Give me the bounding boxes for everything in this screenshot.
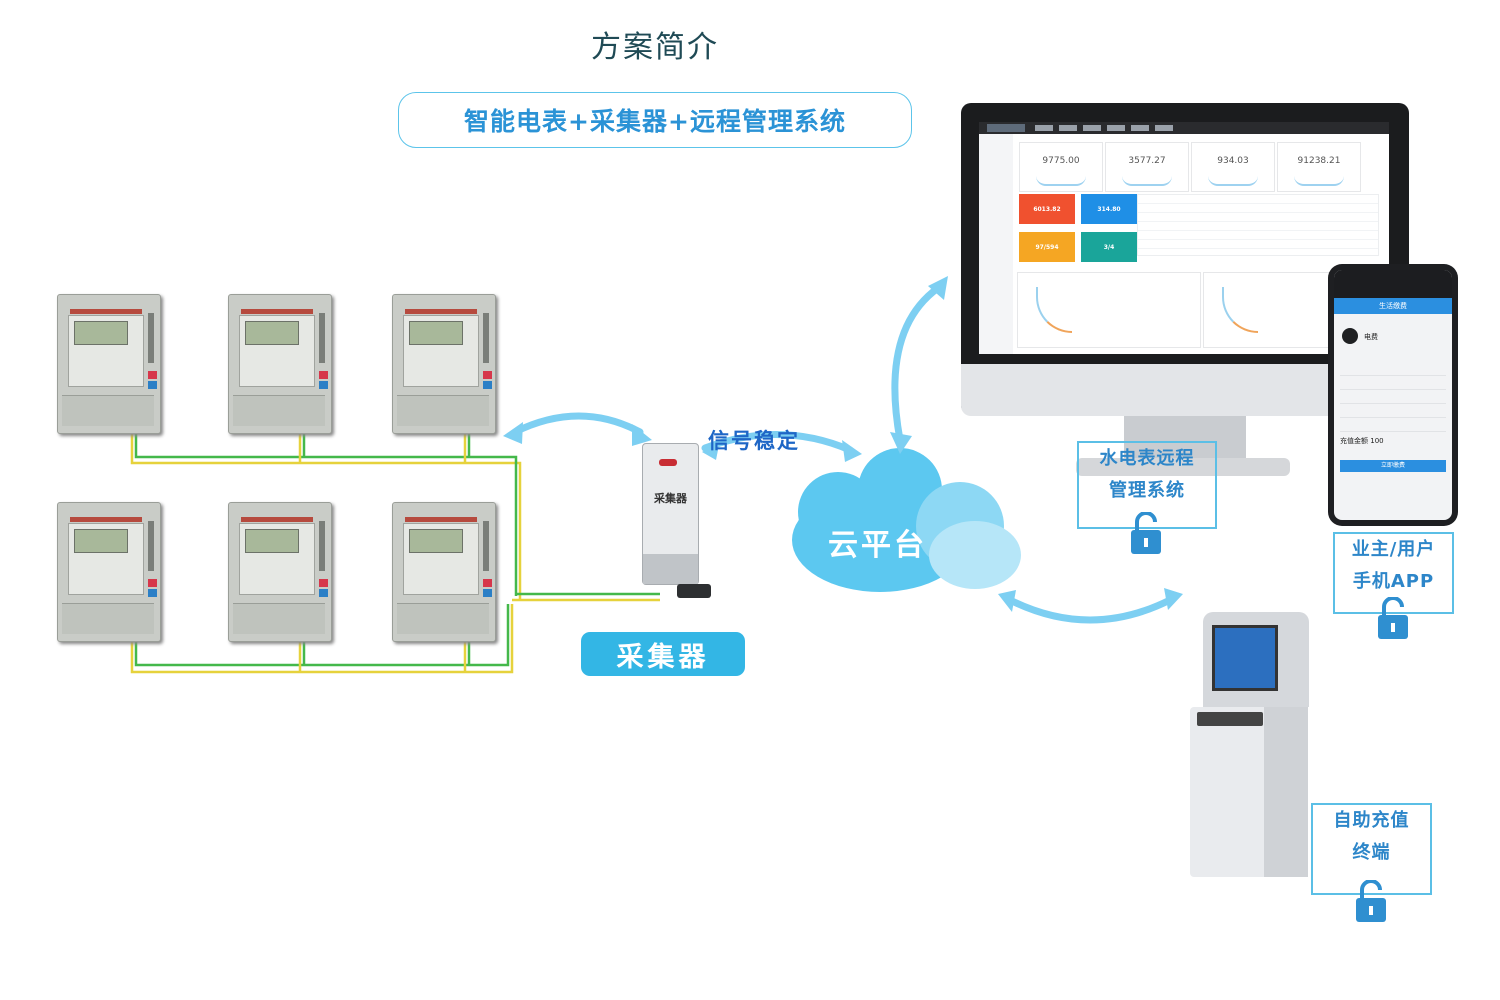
electric-meter-3 bbox=[392, 294, 496, 434]
feature-line: 管理系统 bbox=[1109, 480, 1185, 501]
collector-badge-text: 采集器 bbox=[616, 641, 710, 673]
phone-info-list bbox=[1340, 362, 1446, 432]
electric-meter-1 bbox=[57, 294, 161, 434]
feature-remote-system: 水电表远程 管理系统 bbox=[1077, 441, 1217, 529]
signal-stable-label: 信号稳定 bbox=[708, 429, 800, 453]
collector-device-label: 采集器 bbox=[654, 492, 687, 505]
arrow-meters-collector bbox=[511, 412, 644, 436]
arrow-cloud-terminals bbox=[1006, 596, 1174, 624]
feature-line: 水电表远程 bbox=[1099, 448, 1195, 469]
solution-subtitle: 智能电表+采集器+远程管理系统 bbox=[398, 92, 912, 148]
phone-amount-row: 充值金额 100 bbox=[1340, 437, 1384, 445]
unlock-icon bbox=[1131, 512, 1161, 554]
cloud-shape bbox=[792, 448, 1021, 592]
stat-value: 934.03 bbox=[1217, 156, 1249, 166]
monitor-base bbox=[1076, 458, 1290, 476]
logo-icon bbox=[987, 124, 1025, 132]
trend-chart-1 bbox=[1017, 272, 1201, 348]
feature-kiosk: 自助充值 终端 bbox=[1311, 803, 1432, 895]
wire-green-top bbox=[134, 432, 518, 596]
phone-header: 生活缴费 bbox=[1334, 298, 1452, 314]
lightning-icon bbox=[1342, 328, 1358, 344]
electric-meter-2 bbox=[228, 294, 332, 434]
wire-yellow-bottom bbox=[130, 604, 514, 674]
dashboard-screen: 9775.00 3577.27 934.03 91238.21 6013.82 … bbox=[979, 122, 1389, 354]
tile-1: 6013.82 bbox=[1019, 194, 1075, 224]
antenna-icon bbox=[677, 584, 711, 598]
stat-card-2: 3577.27 bbox=[1105, 142, 1189, 192]
wire-yellow-top bbox=[130, 432, 522, 600]
electric-meter-5 bbox=[228, 502, 332, 642]
feature-line: 终端 bbox=[1352, 842, 1391, 863]
unlock-icon bbox=[1356, 880, 1386, 922]
stat-value: 3577.27 bbox=[1128, 156, 1166, 166]
kiosk-screen bbox=[1212, 625, 1278, 691]
feature-owner-app: 业主/用户 手机APP bbox=[1333, 532, 1454, 614]
unlock-icon bbox=[1378, 597, 1408, 639]
electric-meter-4 bbox=[57, 502, 161, 642]
dashboard-nav bbox=[979, 122, 1389, 134]
tile-3: 97/594 bbox=[1019, 232, 1075, 262]
cloud-platform-label: 云平台 bbox=[828, 528, 927, 563]
page-title: 方案简介 bbox=[591, 30, 719, 65]
stat-value: 91238.21 bbox=[1297, 156, 1341, 166]
collector-device: 采集器 bbox=[642, 443, 711, 598]
phone-item-label: 电费 bbox=[1364, 333, 1378, 341]
wire-green-bottom bbox=[134, 604, 510, 667]
stat-value: 9775.00 bbox=[1042, 156, 1080, 166]
feature-line: 业主/用户 bbox=[1351, 539, 1436, 560]
arrow-collector-cloud bbox=[701, 431, 854, 454]
kiosk-slot bbox=[1197, 712, 1263, 726]
electric-meter-6 bbox=[392, 502, 496, 642]
pay-button[interactable]: 立即缴费 bbox=[1340, 460, 1446, 472]
dashboard-sidebar bbox=[979, 134, 1013, 354]
stat-card-4: 91238.21 bbox=[1277, 142, 1361, 192]
arrow-cloud-dashboard bbox=[891, 284, 942, 444]
stat-card-1: 9775.00 bbox=[1019, 142, 1103, 192]
dashboard-table bbox=[1137, 194, 1379, 256]
kiosk-side-panel bbox=[1264, 707, 1308, 877]
tile-2: 314.80 bbox=[1081, 194, 1137, 224]
feature-line: 手机APP bbox=[1352, 571, 1435, 592]
subtitle-text: 智能电表+采集器+远程管理系统 bbox=[464, 107, 846, 136]
stat-card-3: 934.03 bbox=[1191, 142, 1275, 192]
phone-screen: 生活缴费 电费 充值金额 100 立即缴费 bbox=[1334, 270, 1452, 520]
tile-4: 3/4 bbox=[1081, 232, 1137, 262]
feature-line: 自助充值 bbox=[1333, 810, 1410, 831]
collector-badge: 采集器 bbox=[581, 632, 745, 676]
